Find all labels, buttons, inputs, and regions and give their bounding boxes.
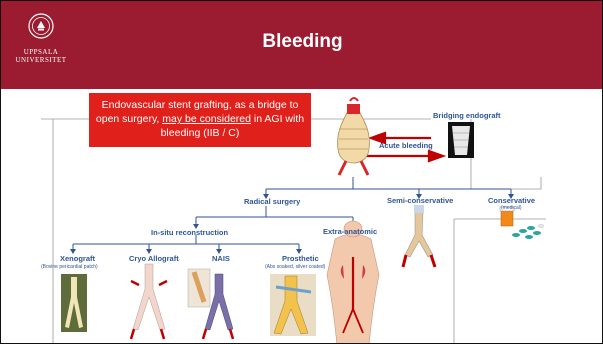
- nais-image: [188, 269, 233, 339]
- extra-anatomic-torso-image: [327, 221, 379, 344]
- label-conservative-sub: (medical): [501, 205, 522, 211]
- logo-line-2: UNIVERSITET: [15, 56, 67, 64]
- callout-text-underlined: may be considered: [162, 113, 251, 125]
- label-extra-anatomic: Extra-anatomic: [323, 227, 377, 236]
- aorta-stent-graft-image: [338, 98, 370, 175]
- pills-image: [500, 207, 544, 239]
- label-nais: NAIS: [212, 254, 230, 263]
- recommendation-callout: Endovascular stent grafting, as a bridge…: [89, 93, 311, 147]
- label-xenograft-sub: (Bovine pericardial patch): [41, 264, 98, 270]
- label-prosthetic-sub: (Abx soaked, silver coated): [265, 264, 325, 270]
- xenograft-image: [61, 274, 87, 332]
- label-bridging-endograft: Bridging endograft: [433, 111, 501, 120]
- label-semi-conservative: Semi-conservative: [387, 196, 453, 205]
- label-radical-surgery: Radical surgery: [244, 197, 300, 206]
- label-acute-bleeding: Acute bleeding: [379, 141, 433, 150]
- slide-title: Bleeding: [1, 31, 603, 53]
- endograft-mesh-image: [448, 122, 474, 158]
- slide-header: UPPSALA UNIVERSITET Bleeding: [1, 1, 603, 89]
- cryo-allograft-image: [131, 264, 167, 339]
- label-prosthetic: Prosthetic: [282, 254, 319, 263]
- tree-lines: [73, 177, 511, 252]
- label-in-situ: In-situ reconstruction: [151, 228, 228, 237]
- label-conservative: Conservative: [488, 196, 535, 205]
- semi-conservative-graft-image: [403, 205, 435, 267]
- label-xenograft: Xenograft: [60, 254, 95, 263]
- prosthetic-image: [270, 274, 316, 336]
- slide-content: Endovascular stent grafting, as a bridge…: [1, 89, 603, 344]
- label-cryo-allograft: Cryo Allograft: [129, 254, 179, 263]
